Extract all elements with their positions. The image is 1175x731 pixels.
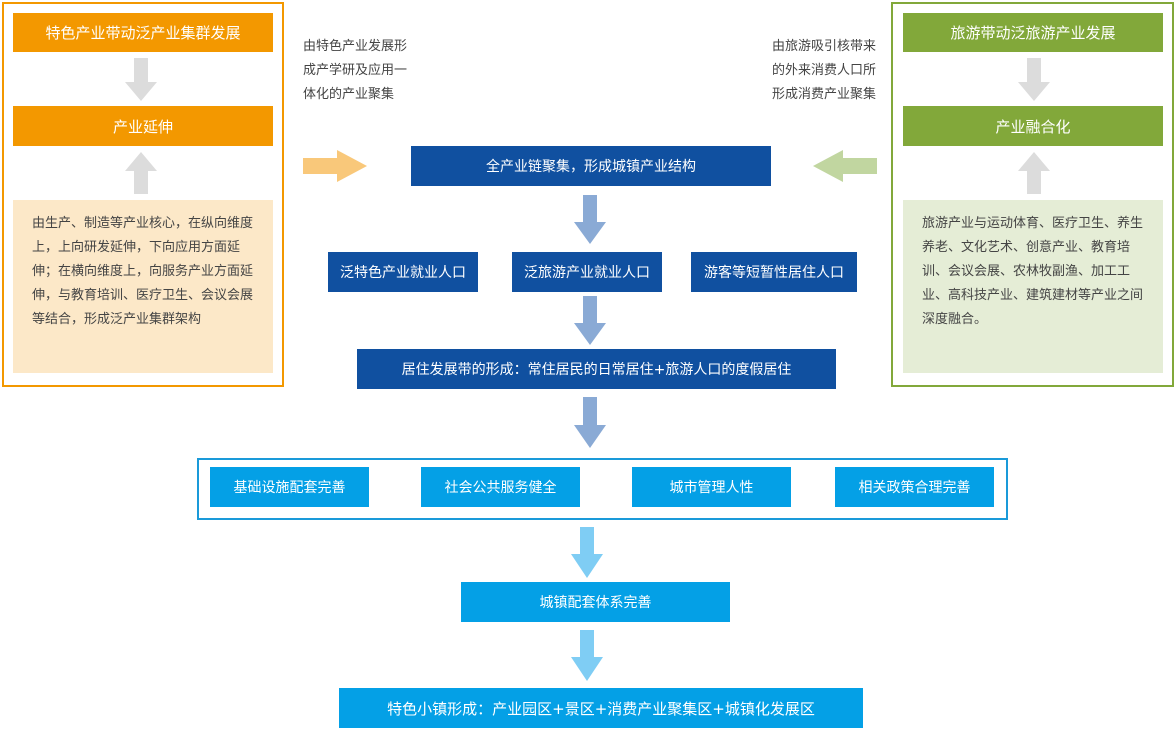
support-box: 城市管理人性 bbox=[632, 467, 791, 507]
left-panel-title: 特色产业带动泛产业集群发展 bbox=[13, 13, 273, 52]
arrow-right-icon bbox=[303, 150, 367, 182]
residence-box: 居住发展带的形成：常住居民的日常居住+旅游人口的度假居住 bbox=[357, 349, 836, 389]
support-box: 相关政策合理完善 bbox=[835, 467, 994, 507]
right-panel bbox=[891, 2, 1174, 387]
arrow-down-icon bbox=[574, 195, 606, 244]
arrow-down-icon bbox=[125, 58, 157, 101]
left-panel bbox=[2, 2, 284, 387]
arrow-down-icon bbox=[574, 397, 606, 448]
arrow-down-icon bbox=[431, 527, 432, 528]
final-box: 特色小镇形成：产业园区+景区+消费产业聚集区+城镇化发展区 bbox=[339, 688, 863, 728]
population-box: 泛旅游产业就业人口 bbox=[512, 252, 662, 292]
arrow-down-icon bbox=[571, 630, 603, 681]
right-panel-description: 旅游产业与运动体育、医疗卫生、养生养老、文化艺术、创意产业、教育培训、会议会展、… bbox=[903, 200, 1163, 373]
arrow-left-icon bbox=[813, 150, 877, 182]
left-note: 由特色产业发展形成产学研及应用一体化的产业聚集 bbox=[303, 39, 408, 102]
left-panel-description: 由生产、制造等产业核心，在纵向维度上，上向研发延伸，下向应用方面延伸；在横向维度… bbox=[13, 200, 273, 373]
support-box: 社会公共服务健全 bbox=[421, 467, 580, 507]
arrow-down-icon bbox=[574, 296, 606, 345]
support-box: 基础设施配套完善 bbox=[210, 467, 369, 507]
supports-group bbox=[197, 458, 1008, 520]
arrow-down-icon bbox=[571, 527, 603, 578]
right-panel-middle: 产业融合化 bbox=[903, 106, 1163, 146]
population-box: 泛特色产业就业人口 bbox=[328, 252, 478, 292]
left-panel-middle: 产业延伸 bbox=[13, 106, 273, 146]
right-note: 由旅游吸引核带来的外来消费人口所形成消费产业聚集 bbox=[772, 39, 877, 102]
right-panel-title: 旅游带动泛旅游产业发展 bbox=[903, 13, 1163, 52]
cluster-box: 全产业链聚集，形成城镇产业结构 bbox=[411, 146, 771, 186]
system-box: 城镇配套体系完善 bbox=[461, 582, 730, 622]
arrow-up-icon bbox=[125, 152, 157, 194]
population-box: 游客等短暂性居住人口 bbox=[691, 252, 857, 292]
arrow-down-icon bbox=[1018, 58, 1050, 101]
arrow-up-icon bbox=[1018, 152, 1050, 194]
